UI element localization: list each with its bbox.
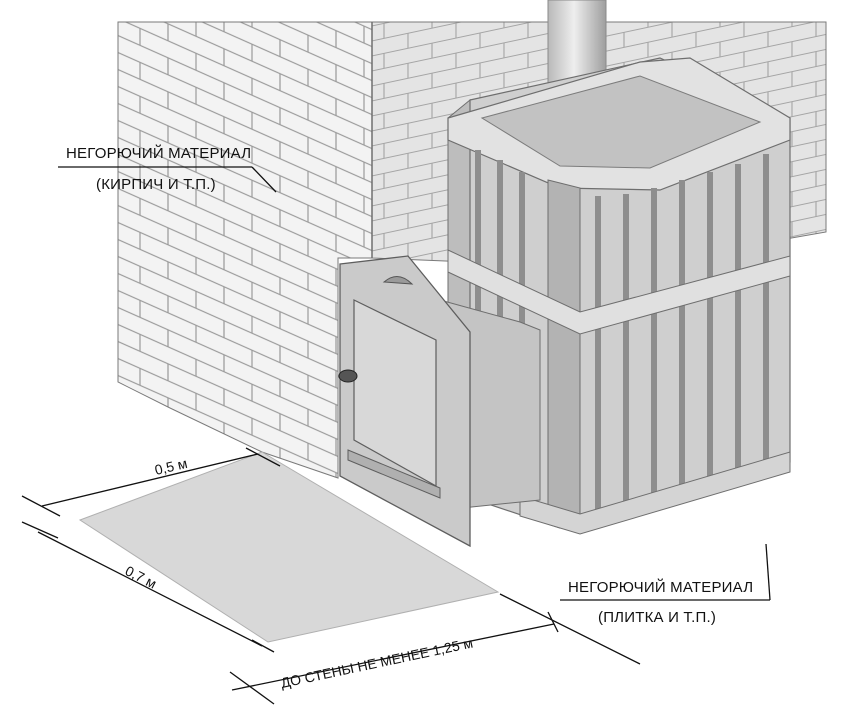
dimension-width-label: 0,5 м bbox=[153, 455, 189, 478]
dimension-to-wall-label: ДО СТЕНЫ НЕ МЕНЕЕ 1,25 м bbox=[279, 635, 474, 691]
firebox-door bbox=[338, 255, 471, 548]
floor-material-label: НЕГОРЮЧИЙ МАТЕРИАЛ bbox=[568, 578, 753, 596]
stove-bottom-band bbox=[519, 451, 791, 535]
wall-material-label: НЕГОРЮЧИЙ МАТЕРИАЛ bbox=[66, 144, 251, 162]
door-handle-icon bbox=[338, 369, 358, 383]
leader-lines bbox=[58, 166, 771, 601]
brick-wall-front bbox=[117, 21, 373, 479]
dimension-lines bbox=[21, 447, 641, 705]
floor-plate bbox=[78, 451, 500, 643]
floor-material-note: (ПЛИТКА И Т.П.) bbox=[598, 609, 716, 626]
stove-heater bbox=[439, 57, 791, 535]
door-logo bbox=[382, 276, 414, 285]
wall-material-note: (КИРПИЧ И Т.П.) bbox=[96, 176, 216, 193]
stove-middle-band bbox=[447, 249, 791, 335]
